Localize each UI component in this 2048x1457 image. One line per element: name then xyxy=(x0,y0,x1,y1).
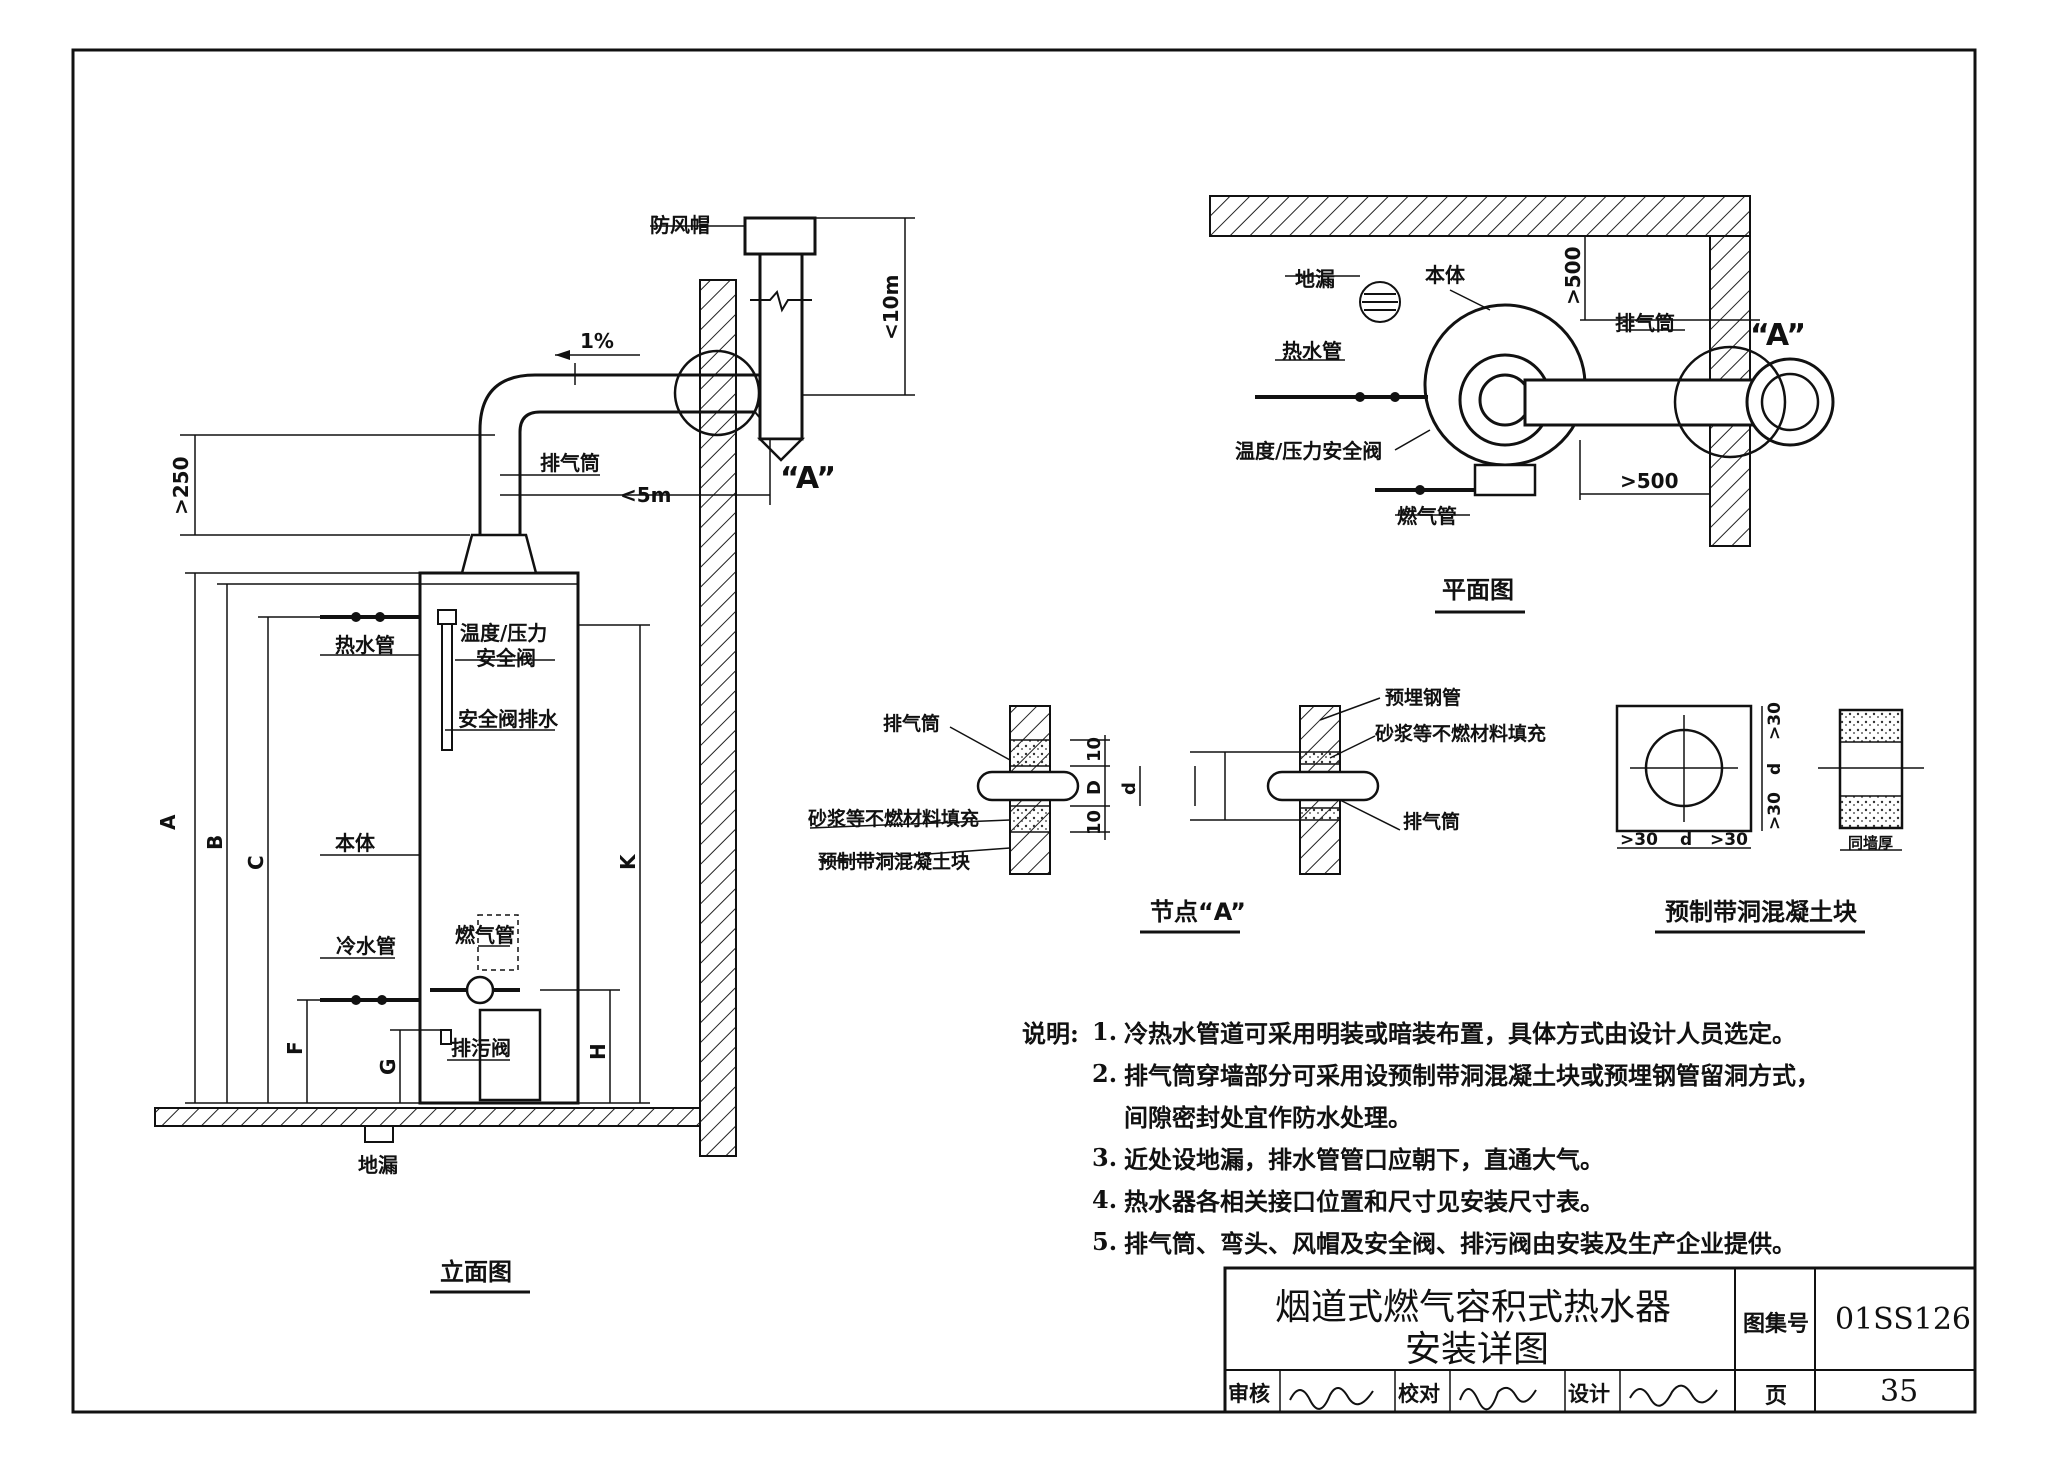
note-text: 排气筒穿墙部分可采用设预制带洞混凝土块或预埋钢管留洞方式， xyxy=(1124,1060,1820,1090)
note-text: 热水器各相关接口位置和尺寸见安装尺寸表。 xyxy=(1124,1186,1604,1216)
block-gt30d: >30 xyxy=(1710,830,1748,850)
block-title: 预制带洞混凝土块 xyxy=(1665,898,1857,926)
min-clear-label: >250 xyxy=(169,456,193,515)
tp-valve-label-1: 温度/压力 xyxy=(460,621,547,645)
plan-hot-pipe-label: 热水管 xyxy=(1282,339,1342,363)
block-gt30b: >30 xyxy=(1765,792,1785,830)
wind-cap-label: 防风帽 xyxy=(650,213,710,237)
node-mortar-right: 砂浆等不燃材料填充 xyxy=(1375,722,1546,745)
exhaust-label: 排气筒 xyxy=(540,451,600,475)
note-text: 近处设地漏，排水管管口应朝下，直通大气。 xyxy=(1124,1144,1604,1174)
dim-h-label: H xyxy=(586,1043,610,1060)
plan-title: 平面图 xyxy=(1442,576,1514,604)
tp-valve-label-2: 安全阀 xyxy=(476,646,536,670)
node-a-detail: 排气筒 砂浆等不燃材料填充 预制带洞混凝土块 预埋钢管 砂浆等不燃材料填充 排气… xyxy=(808,686,1546,934)
draft-hood xyxy=(460,533,538,575)
node-block: 预制带洞混凝土块 xyxy=(818,850,971,873)
hot-pipe-label: 热水管 xyxy=(335,633,395,657)
plan-dim-side: >500 xyxy=(1620,469,1679,493)
note-text: 排气筒、弯头、风帽及安全阀、排污阀由安装及生产企业提供。 xyxy=(1124,1228,1796,1258)
atlas-number: 01SS126 xyxy=(1835,1302,1972,1337)
note-row: 5.排气筒、弯头、风帽及安全阀、排污阀由安装及生产企业提供。 xyxy=(1022,1220,1942,1262)
block-d-horz: d xyxy=(1680,830,1692,850)
body-label: 本体 xyxy=(335,831,376,855)
plan-view: 地漏 本体 >500 排气筒 “A” 热水管 温度/压力安全阀 >500 燃气管… xyxy=(1209,195,1835,614)
plan-floor-drain-label: 地漏 xyxy=(1295,267,1335,291)
drawing-title-line2: 安装详图 xyxy=(1405,1329,1550,1370)
node-dim-D: D xyxy=(1084,780,1105,795)
gas-pipe-label: 燃气管 xyxy=(455,923,515,947)
slope-label: 1% xyxy=(580,329,614,353)
block-wall-thk: 同墙厚 xyxy=(1848,834,1893,852)
max-height-label: <10m xyxy=(879,275,903,340)
drain-valve-label: 排污阀 xyxy=(451,1036,511,1060)
elevation-view: 防风帽 1% <10m 排气筒 <5m “A” >250 热水管 温度/压力 安… xyxy=(154,213,915,1294)
plan-node-a-ref: “A” xyxy=(1750,318,1806,353)
floor-slab xyxy=(154,1107,701,1127)
node-exhaust-left: 排气筒 xyxy=(883,712,940,735)
elevation-wall xyxy=(699,279,737,1157)
wind-cap xyxy=(743,216,817,256)
notes-prefix: 说明: xyxy=(1022,1018,1079,1048)
dim-g-label: G xyxy=(376,1059,400,1075)
block-gt30a: >30 xyxy=(1765,702,1785,740)
note-row: 3.近处设地漏，排水管管口应朝下，直通大气。 xyxy=(1022,1136,1942,1178)
block-d-vert: d xyxy=(1765,763,1785,775)
plan-exhaust-label: 排气筒 xyxy=(1615,311,1675,335)
note-row: 2.排气筒穿墙部分可采用设预制带洞混凝土块或预埋钢管留洞方式， xyxy=(1022,1052,1942,1094)
note-row: 间隙密封处宜作防水处理。 xyxy=(1022,1094,1942,1136)
notes-section: 说明:1.冷热水管道可采用明装或暗装布置，具体方式由设计人员选定。 2.排气筒穿… xyxy=(1022,1010,1942,1262)
title-block xyxy=(1223,1266,1977,1414)
note-text: 冷热水管道可采用明装或暗装布置，具体方式由设计人员选定。 xyxy=(1124,1018,1796,1048)
block-detail: >30 d >30 >30 d >30 同墙厚 预制带洞混凝土块 xyxy=(1615,702,1924,934)
sheet-border xyxy=(71,48,1977,1414)
relief-drain-label: 安全阀排水 xyxy=(458,707,559,731)
note-row: 4.热水器各相关接口位置和尺寸见安装尺寸表。 xyxy=(1022,1178,1942,1220)
node-mortar-left: 砂浆等不燃材料填充 xyxy=(808,807,979,830)
plan-body-label: 本体 xyxy=(1425,263,1466,287)
plan-exhaust-pipe xyxy=(1523,378,1772,427)
drawing-title-line1: 烟道式燃气容积式热水器 xyxy=(1275,1287,1672,1328)
max-length-label: <5m xyxy=(620,483,672,507)
plan-tp-valve-label: 温度/压力安全阀 xyxy=(1235,439,1382,463)
dim-b-label: B xyxy=(203,835,227,850)
block-gt30c: >30 xyxy=(1620,830,1658,850)
design-label: 设计 xyxy=(1568,1381,1610,1406)
review-label: 审核 xyxy=(1228,1381,1270,1406)
cold-pipe-label: 冷水管 xyxy=(336,934,396,958)
floor-drain-symbol xyxy=(364,1125,394,1143)
node-embedded-pipe: 预埋钢管 xyxy=(1385,686,1461,709)
dim-k-label: K xyxy=(616,853,640,870)
node-dim-10a: 10 xyxy=(1084,737,1105,762)
plan-ceiling-wall xyxy=(1209,195,1751,237)
atlas-label: 图集号 xyxy=(1743,1311,1810,1337)
page-number: 35 xyxy=(1880,1374,1919,1409)
elevation-title: 立面图 xyxy=(440,1258,512,1286)
note-text: 间隙密封处宜作防水处理。 xyxy=(1124,1102,1412,1132)
plan-dim-top: >500 xyxy=(1561,246,1585,305)
page-label: 页 xyxy=(1765,1383,1788,1409)
plan-node-a-callout xyxy=(1673,345,1787,459)
dim-a-label: A xyxy=(156,814,180,830)
node-exhaust-right: 排气筒 xyxy=(1403,810,1460,833)
node-a-title: 节点“A” xyxy=(1150,898,1246,926)
floor-drain-label: 地漏 xyxy=(358,1153,398,1177)
vertical-stack xyxy=(758,252,804,441)
check-label: 校对 xyxy=(1398,1381,1440,1406)
node-dim-10b: 10 xyxy=(1084,810,1105,835)
dim-c-label: C xyxy=(244,855,268,870)
node-dim-d: d xyxy=(1119,782,1140,795)
node-a-ref: “A” xyxy=(780,461,836,496)
node-a-callout xyxy=(673,349,761,437)
dim-f-label: F xyxy=(283,1041,307,1055)
flue-pipe xyxy=(478,373,740,535)
note-row: 说明:1.冷热水管道可采用明装或暗装布置，具体方式由设计人员选定。 xyxy=(1022,1010,1942,1052)
plan-gas-pipe-label: 燃气管 xyxy=(1397,504,1457,528)
